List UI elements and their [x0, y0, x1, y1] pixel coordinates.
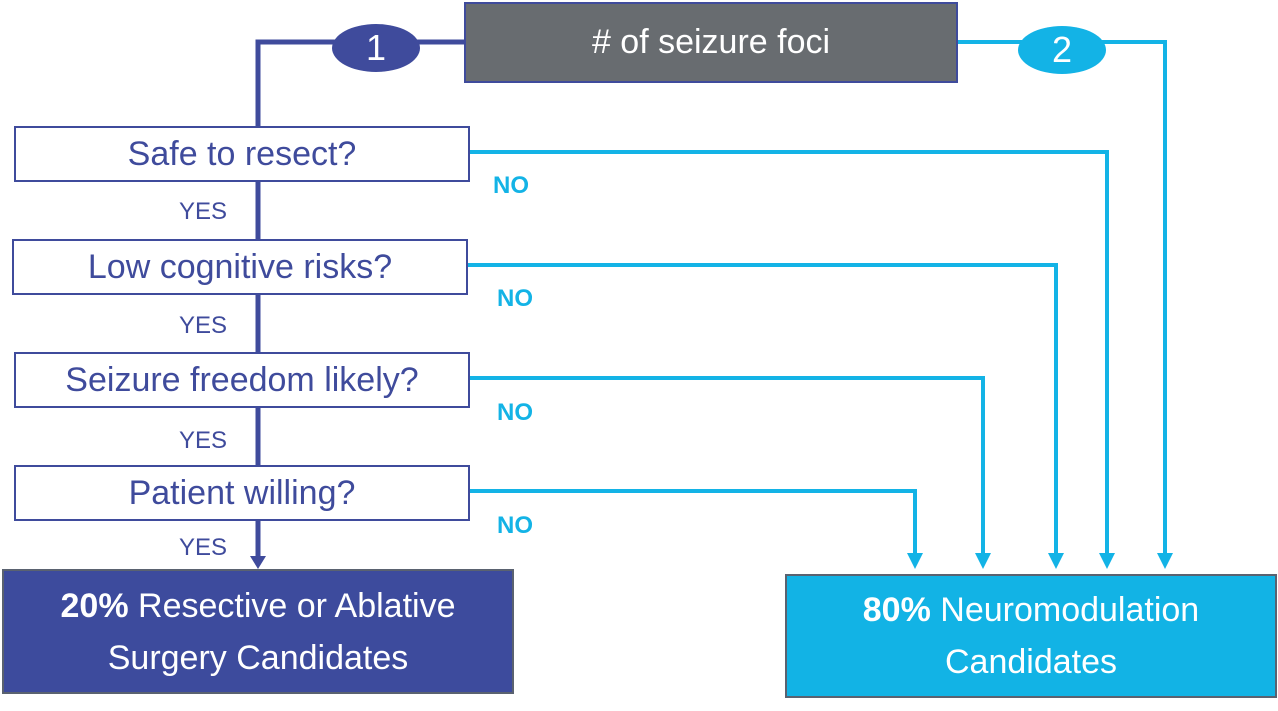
surgery-candidates-box: 20% Resective or Ablative Surgery Candid… — [2, 569, 514, 694]
neuro-arrowhead-header — [1157, 553, 1173, 569]
neuro-line-2: Candidates — [944, 643, 1117, 681]
no-label-1: NO — [493, 172, 529, 199]
surgery-title: Resective or Ablative — [128, 586, 456, 625]
no-arrowhead-3 — [975, 553, 991, 569]
yes-label-1: YES — [178, 198, 228, 225]
no-path-line-4 — [469, 489, 917, 556]
neuromodulation-candidates-box: 80% Neuromodulation Candidates — [785, 574, 1277, 698]
neuro-title: Neuromodulation — [930, 591, 1200, 629]
question-label: Patient willing? — [128, 473, 356, 512]
no-arrowhead-2 — [1048, 553, 1064, 569]
question-patient-willing: Patient willing? — [14, 465, 470, 521]
yes-label-2: YES — [178, 312, 228, 339]
question-cognitive-risks: Low cognitive risks? — [12, 239, 468, 295]
neuro-percent: 80% — [862, 591, 931, 629]
yes-label-4: YES — [178, 534, 228, 561]
question-label: Low cognitive risks? — [87, 247, 393, 286]
question-label: Safe to resect? — [127, 134, 357, 173]
surgery-percent: 20% — [60, 586, 129, 625]
no-path-line-1 — [469, 150, 1109, 556]
header-title: # of seizure foci — [591, 23, 831, 61]
no-label-3: NO — [497, 399, 533, 426]
question-label: Seizure freedom likely? — [65, 360, 419, 399]
question-safe-to-resect: Safe to resect? — [14, 126, 470, 182]
branch-badge-2-label: 2 — [1051, 29, 1073, 70]
no-path-line-3 — [469, 376, 985, 556]
question-seizure-freedom: Seizure freedom likely? — [14, 352, 470, 408]
surgery-line-2: Surgery Candidates — [107, 638, 409, 677]
surgery-line-1: 20% Resective or Ablative — [61, 580, 456, 632]
no-path-line-2 — [467, 263, 1058, 556]
branch-badge-2: 2 — [1018, 26, 1106, 74]
no-label-4: NO — [497, 512, 533, 539]
branch-badge-1: 1 — [332, 24, 420, 72]
surgery-arrowhead — [250, 556, 266, 569]
no-arrowhead-1 — [1099, 553, 1115, 569]
yes-label-3: YES — [178, 427, 228, 454]
no-arrowhead-4 — [907, 553, 923, 569]
neuro-path-line-header — [958, 40, 1167, 556]
branch-badge-1-label: 1 — [365, 27, 387, 68]
seizure-foci-header: # of seizure foci — [464, 2, 958, 83]
no-label-2: NO — [497, 285, 533, 312]
neuro-line-1: 80% Neuromodulation — [863, 584, 1199, 636]
